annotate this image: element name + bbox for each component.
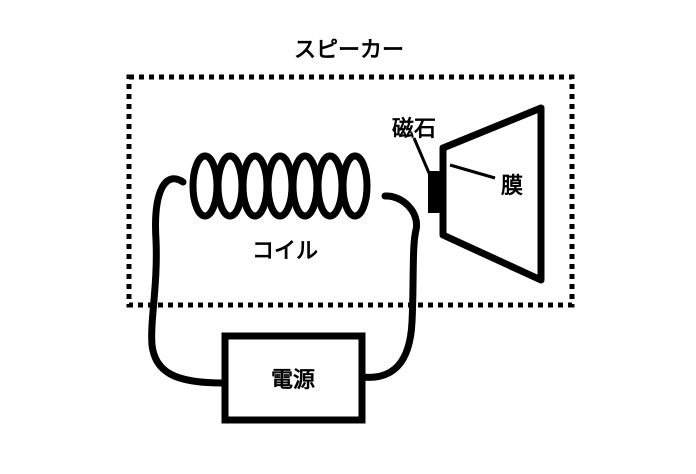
membrane-leader-line bbox=[449, 163, 496, 180]
speaker-boundary bbox=[126, 74, 575, 308]
power-source-label: 電源 bbox=[271, 368, 315, 393]
coil-label: コイル bbox=[252, 239, 318, 264]
magnet-label: 磁石 bbox=[392, 116, 436, 142]
speaker-label: スピーカー bbox=[294, 38, 404, 63]
power-source-box bbox=[221, 332, 366, 424]
speaker-cone bbox=[439, 104, 545, 284]
circuit-wire bbox=[148, 175, 421, 387]
membrane-label: 膜 bbox=[501, 174, 523, 199]
magnet-leader-line bbox=[412, 137, 434, 181]
coil bbox=[189, 152, 371, 220]
